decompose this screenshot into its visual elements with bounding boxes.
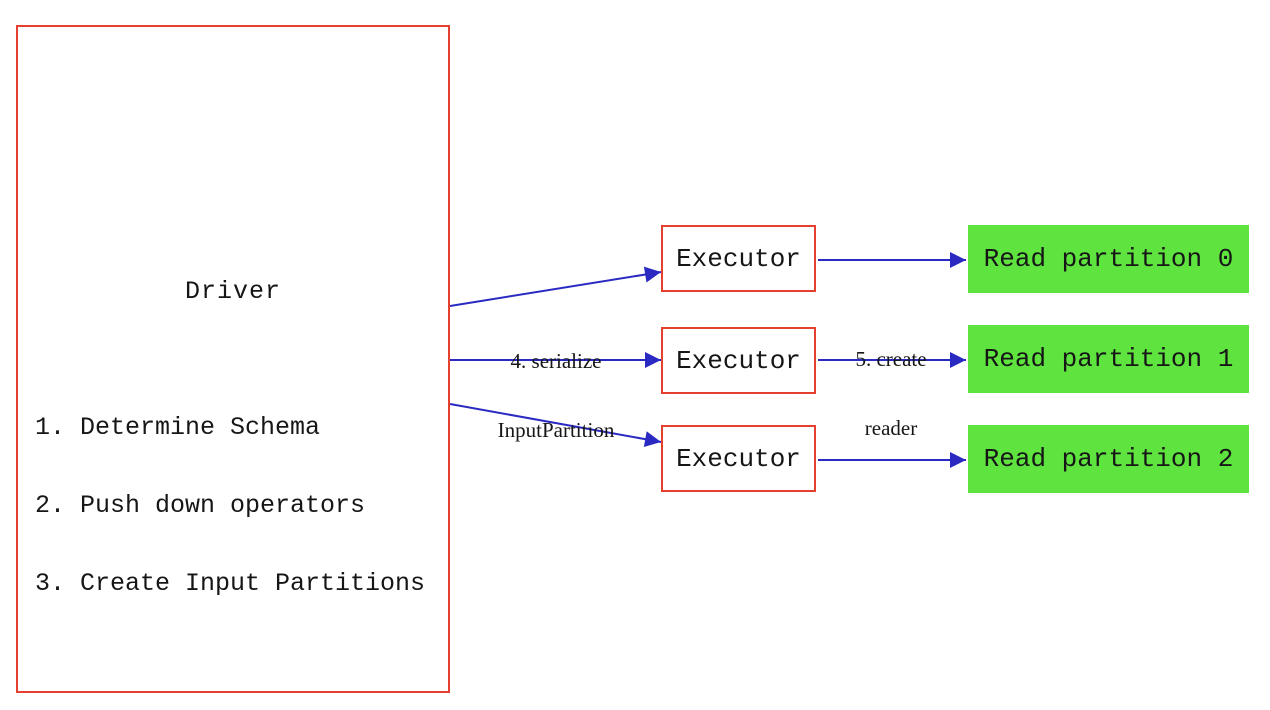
driver-step-3: 3. Create Input Partitions [35, 569, 426, 598]
edge-label-create-reader-line2: reader [864, 416, 918, 440]
partition-label-2: Read partition 2 [983, 444, 1234, 474]
driver-box: Driver 1. Determine Schema 2. Push down … [16, 25, 450, 693]
partition-label-0: Read partition 0 [983, 244, 1234, 274]
executor-box-0: Executor [661, 225, 816, 292]
executor-box-2: Executor [661, 425, 816, 492]
arrow-driver-to-executor-0 [449, 266, 662, 307]
executor-label-0: Executor [676, 243, 801, 274]
partition-box-1: Read partition 1 [968, 325, 1249, 393]
executor-label-2: Executor [676, 443, 801, 474]
partition-label-1: Read partition 1 [983, 344, 1234, 374]
edge-label-serialize-line2: InputPartition [497, 418, 615, 442]
driver-step-1: 1. Determine Schema [35, 413, 321, 442]
edge-label-create-reader: 5. create reader [806, 302, 976, 486]
edge-label-serialize-inputpartition: 4. serialize InputPartition [471, 304, 641, 488]
edge-label-serialize-line1: 4. serialize [510, 349, 602, 373]
executor-box-1: Executor [661, 327, 816, 394]
partition-box-0: Read partition 0 [968, 225, 1249, 293]
edge-label-create-reader-line1: 5. create [855, 347, 927, 371]
partition-box-2: Read partition 2 [968, 425, 1249, 493]
driver-step-2: 2. Push down operators [35, 491, 366, 520]
driver-steps-list: 1. Determine Schema 2. Push down operato… [35, 363, 425, 649]
driver-title: Driver [184, 277, 281, 306]
executor-label-1: Executor [676, 345, 801, 376]
